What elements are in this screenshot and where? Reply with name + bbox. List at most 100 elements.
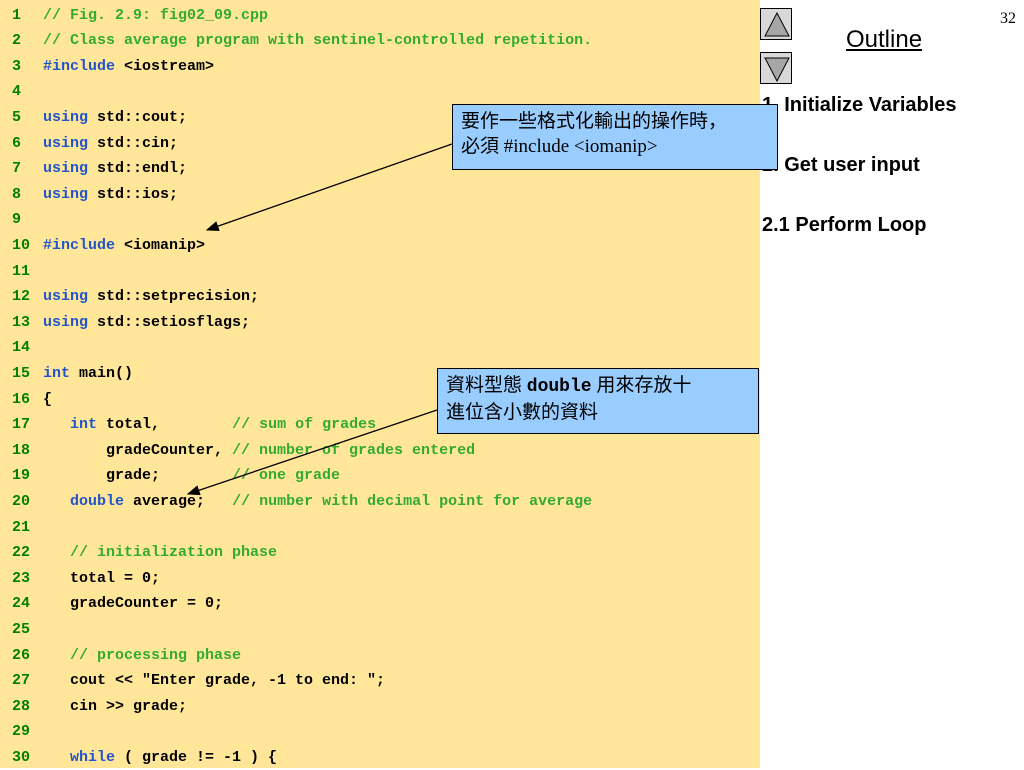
- callout-double: 資料型態 double 用來存放十 進位含小數的資料: [437, 368, 759, 434]
- code-text: using std::setprecision;: [43, 284, 259, 310]
- line-number: 21: [11, 518, 30, 536]
- line-number: 17: [11, 416, 30, 434]
- code-text: grade; // one grade: [43, 463, 340, 489]
- code-line: 2// Class average program with sentinel-…: [0, 28, 760, 54]
- code-line: 9: [0, 207, 760, 233]
- line-number: 7: [12, 160, 22, 178]
- line-number: 22: [11, 544, 30, 562]
- code-line: 28 cin >> grade;: [0, 694, 760, 720]
- callout-iomanip-line2: 必須 #include <iomanip>: [461, 136, 658, 157]
- callout-iomanip-line1: 要作一些格式化輸出的操作時，: [461, 111, 728, 132]
- code-line: 16{: [0, 387, 760, 413]
- code-text: // Fig. 2.9: fig02_09.cpp: [43, 3, 268, 29]
- line-number: 5: [12, 108, 22, 126]
- line-number: 3: [12, 57, 22, 75]
- code-line: 30 while ( grade != -1 ) {: [0, 745, 760, 770]
- line-number: 1: [12, 6, 22, 24]
- code-text: using std::cout;: [43, 105, 187, 131]
- line-number: 28: [11, 697, 30, 715]
- arrow-iomanip: [205, 143, 453, 232]
- code-line: 10 #include <iomanip>: [0, 233, 760, 259]
- code-line: 21: [0, 515, 760, 541]
- code-token: std::setiosflags;: [88, 313, 251, 331]
- code-token: double: [70, 492, 125, 510]
- code-text: total = 0;: [43, 566, 160, 592]
- code-text: double average; // number with decimal p…: [43, 489, 592, 515]
- code-line: 12 using std::setprecision;: [0, 284, 760, 310]
- code-token: int: [43, 364, 71, 382]
- code-token: // Fig. 2.9: fig02_09.cpp: [43, 6, 269, 24]
- code-token: using: [43, 134, 89, 152]
- code-text: int main(): [43, 361, 133, 387]
- code-token: <iostream>: [115, 57, 215, 75]
- outline-title: Outline: [846, 26, 923, 53]
- code-token: std::cout;: [88, 108, 188, 126]
- callout-double-code: double: [526, 377, 592, 397]
- code-line: 23 total = 0;: [0, 566, 760, 592]
- code-token: using: [43, 185, 89, 203]
- code-text: #include <iomanip>: [43, 233, 205, 259]
- line-number: 14: [11, 339, 30, 357]
- code-line: 1 // Fig. 2.9: fig02_09.cpp: [0, 3, 760, 29]
- code-line: 18 gradeCounter, // number of grades ent…: [0, 438, 760, 464]
- code-token: gradeCounter = 0;: [43, 595, 224, 613]
- code-line: 24 gradeCounter = 0;: [0, 591, 760, 617]
- code-text: int total, // sum of grades: [43, 412, 376, 438]
- line-number: 6: [12, 134, 22, 152]
- triangle-down-icon: [764, 57, 790, 83]
- code-line: 6 using std::cin;: [0, 131, 760, 157]
- code-token: grade;: [43, 467, 233, 485]
- outline-item-initialize: 1. Initialize Variables: [762, 94, 957, 116]
- code-line: 26 // processing phase: [0, 643, 760, 669]
- line-number: 4: [12, 83, 22, 101]
- code-token: std::endl;: [88, 160, 188, 178]
- code-text: using std::cin;: [43, 131, 178, 157]
- code-token: average;: [124, 492, 233, 510]
- code-token: int: [70, 416, 98, 434]
- line-number: 26: [11, 646, 30, 664]
- triangle-up-icon: [764, 11, 790, 37]
- previous-slide-button[interactable]: [760, 8, 792, 40]
- line-number: 30: [11, 748, 30, 766]
- callout-double-suffix: 用來存放十: [591, 375, 692, 396]
- code-text: gradeCounter, // number of grades entere…: [43, 438, 475, 464]
- code-line: 7 using std::endl;: [0, 156, 760, 182]
- code-token: using: [43, 160, 89, 178]
- code-token: // initialization phase: [70, 544, 278, 562]
- callout-double-line2: 進位含小數的資料: [446, 402, 599, 423]
- code-token: cout << "Enter grade, -1 to end: ";: [43, 672, 386, 690]
- code-text: // processing phase: [43, 643, 241, 669]
- line-number: 24: [11, 595, 30, 613]
- code-token: while: [70, 748, 116, 766]
- code-token: std::ios;: [88, 185, 179, 203]
- code-line: 3 #include <iostream>: [0, 54, 760, 80]
- code-token: #include: [43, 57, 116, 75]
- code-text: {: [43, 387, 52, 413]
- code-line: 20 double average; // number with decima…: [0, 489, 760, 515]
- code-token: // sum of grades: [232, 416, 377, 434]
- code-text: using std::endl;: [43, 156, 187, 182]
- line-number: 23: [11, 569, 30, 587]
- line-number: 10: [11, 236, 30, 254]
- next-slide-button[interactable]: [760, 52, 792, 84]
- code-token: std::setprecision;: [88, 288, 260, 306]
- line-number: 15: [11, 364, 30, 382]
- code-line: 15 int main(): [0, 361, 760, 387]
- code-token: #include: [43, 236, 116, 254]
- line-number: 19: [11, 467, 30, 485]
- code-token: // number with decimal point for average: [232, 492, 593, 510]
- line-number: 12: [11, 288, 30, 306]
- code-text: using std::setiosflags;: [43, 310, 250, 336]
- line-number: 25: [11, 620, 30, 638]
- code-token: gradeCounter,: [43, 441, 233, 459]
- code-token: // one grade: [232, 467, 341, 485]
- code-text: // initialization phase: [43, 540, 277, 566]
- code-token: main(): [70, 364, 134, 382]
- code-token: <iomanip>: [115, 236, 206, 254]
- code-text: #include <iostream>: [43, 54, 214, 80]
- callout-double-line1: 資料型態 double 用來存放十: [446, 373, 750, 400]
- code-line: 27 cout << "Enter grade, -1 to end: ";: [0, 668, 760, 694]
